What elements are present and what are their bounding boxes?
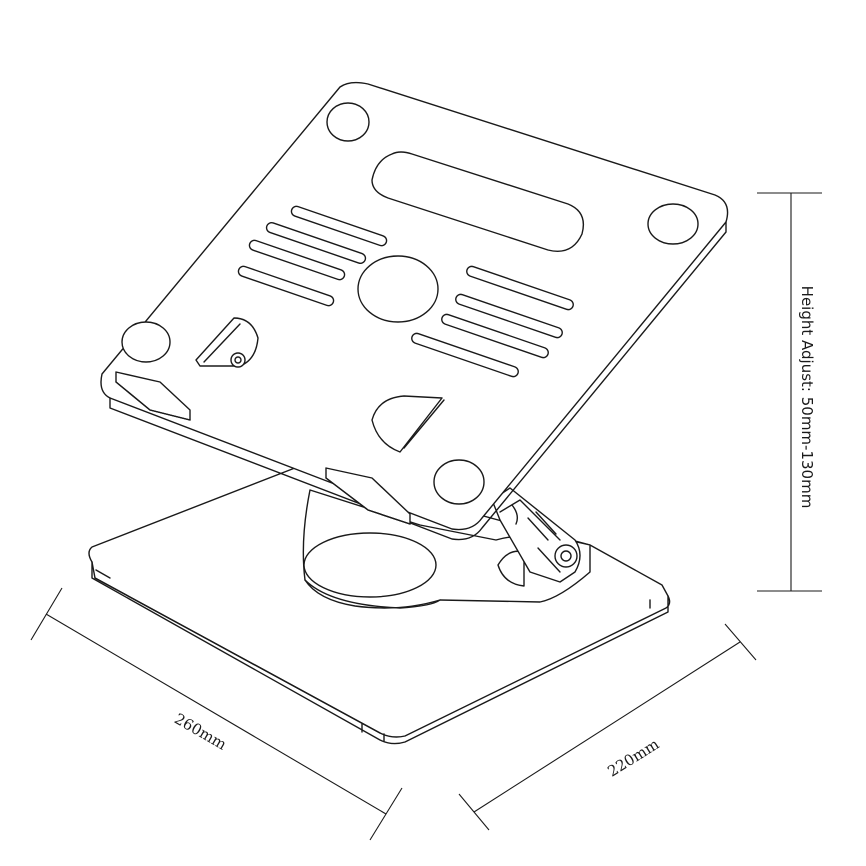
- vent-slots-left: [237, 205, 388, 307]
- turntable-disk: [303, 532, 437, 598]
- handle-cutout: [371, 151, 585, 252]
- corner-pad: [326, 102, 370, 142]
- width-dimension: [458, 623, 757, 831]
- fold-clip-center: [371, 395, 445, 453]
- corner-pad: [433, 459, 485, 505]
- vent-slots-right: [411, 265, 574, 378]
- hinge-arm: [491, 487, 581, 583]
- front-stopper-right: [325, 467, 411, 525]
- depth-dimension: [30, 587, 403, 841]
- top-tray: [100, 81, 729, 541]
- width-label: 220mm: [604, 735, 662, 781]
- fold-clip-left: [195, 317, 259, 368]
- hinge-knob-center: [560, 550, 572, 562]
- corner-pad: [647, 203, 699, 245]
- depth-label: 260mm: [171, 710, 229, 754]
- center-hole: [357, 255, 439, 323]
- turntable: [302, 489, 591, 609]
- front-stopper-left: [115, 371, 191, 421]
- corner-pad: [121, 321, 171, 363]
- height-dimension: [757, 192, 822, 592]
- height-label: Height Adjust: 50mm-130mm: [798, 286, 816, 509]
